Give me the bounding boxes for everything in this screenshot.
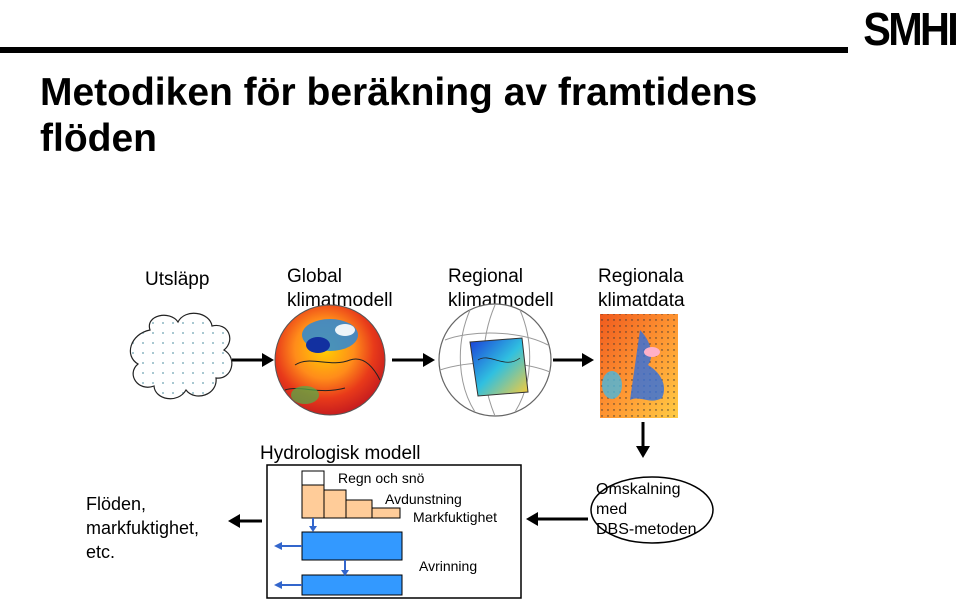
label-global-line1: Global: [287, 266, 342, 287]
scaling-ellipse: [590, 476, 714, 544]
arrow-right-icon: [553, 353, 594, 367]
label-scaling: Omskalning med DBS-metoden: [596, 480, 697, 540]
arrow-left-icon: [526, 512, 588, 526]
slide-title: Metodiken för beräkning av framtidens fl…: [40, 71, 758, 160]
label-evap: Avdunstning: [385, 491, 462, 507]
label-global-model: Global klimatmodell: [287, 265, 393, 313]
label-hydro-model: Hydrologisk modell: [260, 443, 421, 464]
hydro-model-box: [266, 464, 522, 599]
arrow-right-icon: [392, 353, 435, 367]
label-rain: Regn och snö: [338, 470, 425, 486]
label-scaling-line1: Omskalning: [596, 481, 681, 498]
regional-data-map-icon: [600, 314, 678, 418]
label-output-line3: etc.: [86, 542, 116, 562]
label-moisture: Markfuktighet: [413, 509, 498, 525]
label-emissions: Utsläpp: [145, 269, 210, 290]
label-runoff: Avrinning: [419, 558, 478, 574]
label-output: Flöden, markfuktighet, etc.: [86, 492, 199, 564]
label-output-line1: Flöden,: [86, 494, 147, 514]
regional-model-globe-icon: [438, 303, 552, 417]
arrow-down-icon: [636, 422, 650, 458]
header-rule: [0, 47, 848, 53]
label-global-line2: klimatmodell: [287, 290, 393, 311]
label-regional-line2: klimatmodell: [448, 290, 554, 311]
smhi-logo: SMHI: [863, 3, 958, 55]
arrow-left-icon: [228, 514, 262, 528]
label-scaling-line3: DBS-metoden: [596, 521, 697, 538]
label-output-line2: markfuktighet,: [86, 518, 200, 538]
arrow-right-icon: [232, 353, 274, 367]
label-regional-line1: Regional: [448, 266, 523, 287]
label-regdata-line2: klimatdata: [598, 290, 685, 311]
emissions-cloud-icon: [129, 312, 233, 400]
label-regdata-line1: Regionala: [598, 266, 684, 287]
label-regional-model: Regional klimatmodell: [448, 265, 554, 313]
global-model-globe-icon: [274, 304, 386, 416]
label-scaling-line2: med: [596, 501, 628, 518]
label-regional-data: Regionala klimatdata: [598, 265, 685, 313]
